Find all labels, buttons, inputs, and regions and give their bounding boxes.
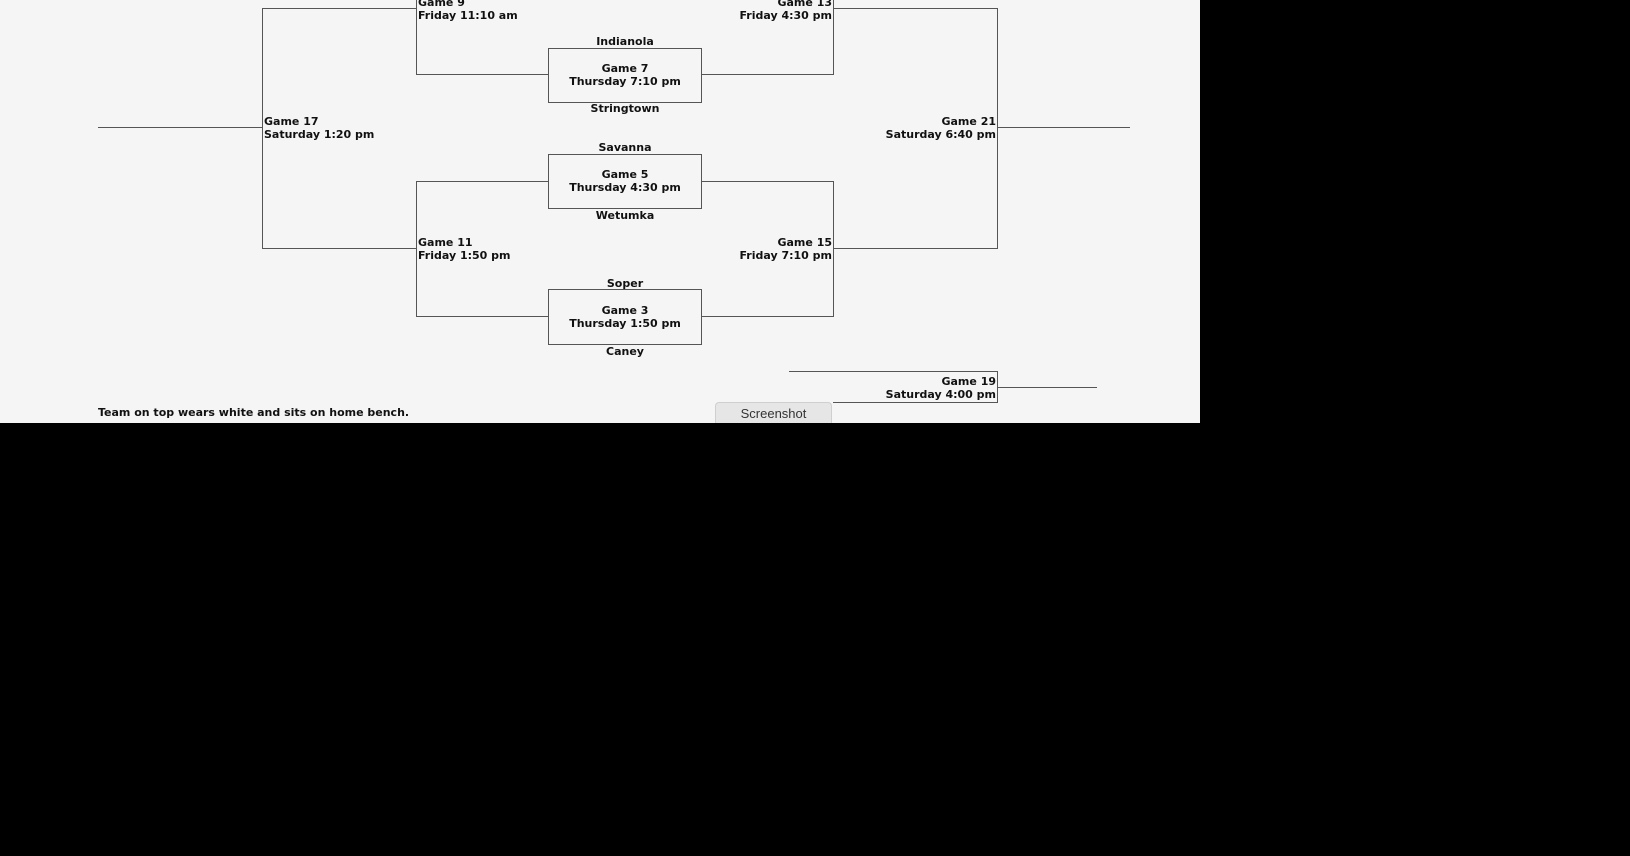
game-title: Game 17 — [264, 115, 319, 128]
bracket-line — [701, 316, 834, 317]
game-title: Game 5 — [601, 168, 649, 181]
game-title: Game 11 — [418, 236, 473, 249]
game-time: Saturday 1:20 pm — [264, 128, 375, 141]
team-name: Soper — [606, 277, 644, 290]
game-title: Game 13 — [777, 0, 832, 9]
bracket-line — [262, 8, 263, 249]
bracket-line — [833, 181, 834, 317]
bracket-line — [701, 181, 834, 182]
bracket-line — [416, 181, 417, 317]
team-name: Stringtown — [590, 102, 660, 115]
game-time: Thursday 4:30 pm — [569, 181, 681, 194]
bracket-line — [833, 402, 998, 403]
bracket-line — [416, 74, 548, 75]
game-title: Game 19 — [941, 375, 996, 388]
game-time: Friday 1:50 pm — [418, 249, 511, 262]
screenshot-button[interactable]: Screenshot — [715, 402, 832, 423]
game-box: Game 7 Thursday 7:10 pm — [548, 48, 702, 103]
team-name: Savanna — [598, 141, 652, 154]
game-time: Friday 4:30 pm — [739, 9, 833, 22]
bracket-line — [997, 127, 1130, 128]
bracket-line — [833, 0, 834, 75]
bracket-line — [262, 248, 417, 249]
team-name: Wetumka — [595, 209, 655, 222]
bracket-line — [98, 127, 263, 128]
bracket-line — [416, 181, 548, 182]
team-name: Indianola — [596, 35, 654, 48]
bracket-panel: Indianola Game 7 Thursday 7:10 pm String… — [0, 0, 1200, 423]
game-time: Friday 7:10 pm — [739, 249, 833, 262]
bracket-line — [416, 0, 417, 75]
bracket-line — [262, 8, 417, 9]
game-time: Thursday 1:50 pm — [569, 317, 681, 330]
footnote: Team on top wears white and sits on home… — [98, 406, 410, 419]
game-title: Game 21 — [941, 115, 996, 128]
game-time: Friday 11:10 am — [418, 9, 518, 22]
game-time: Thursday 7:10 pm — [569, 75, 681, 88]
bracket-line — [833, 248, 998, 249]
game-box: Game 3 Thursday 1:50 pm — [548, 289, 702, 345]
bracket-line — [833, 8, 998, 9]
game-title: Game 7 — [601, 62, 649, 75]
bracket-line — [997, 8, 998, 249]
bracket-line — [997, 387, 1097, 388]
game-time: Saturday 6:40 pm — [885, 128, 996, 141]
bracket-line — [789, 371, 998, 372]
game-title: Game 15 — [777, 236, 832, 249]
game-title: Game 3 — [601, 304, 649, 317]
game-title: Game 9 — [418, 0, 465, 9]
bracket-line — [416, 316, 548, 317]
bracket-line — [701, 74, 834, 75]
game-box: Game 5 Thursday 4:30 pm — [548, 154, 702, 209]
team-name: Caney — [606, 345, 644, 358]
game-time: Saturday 4:00 pm — [885, 388, 996, 401]
